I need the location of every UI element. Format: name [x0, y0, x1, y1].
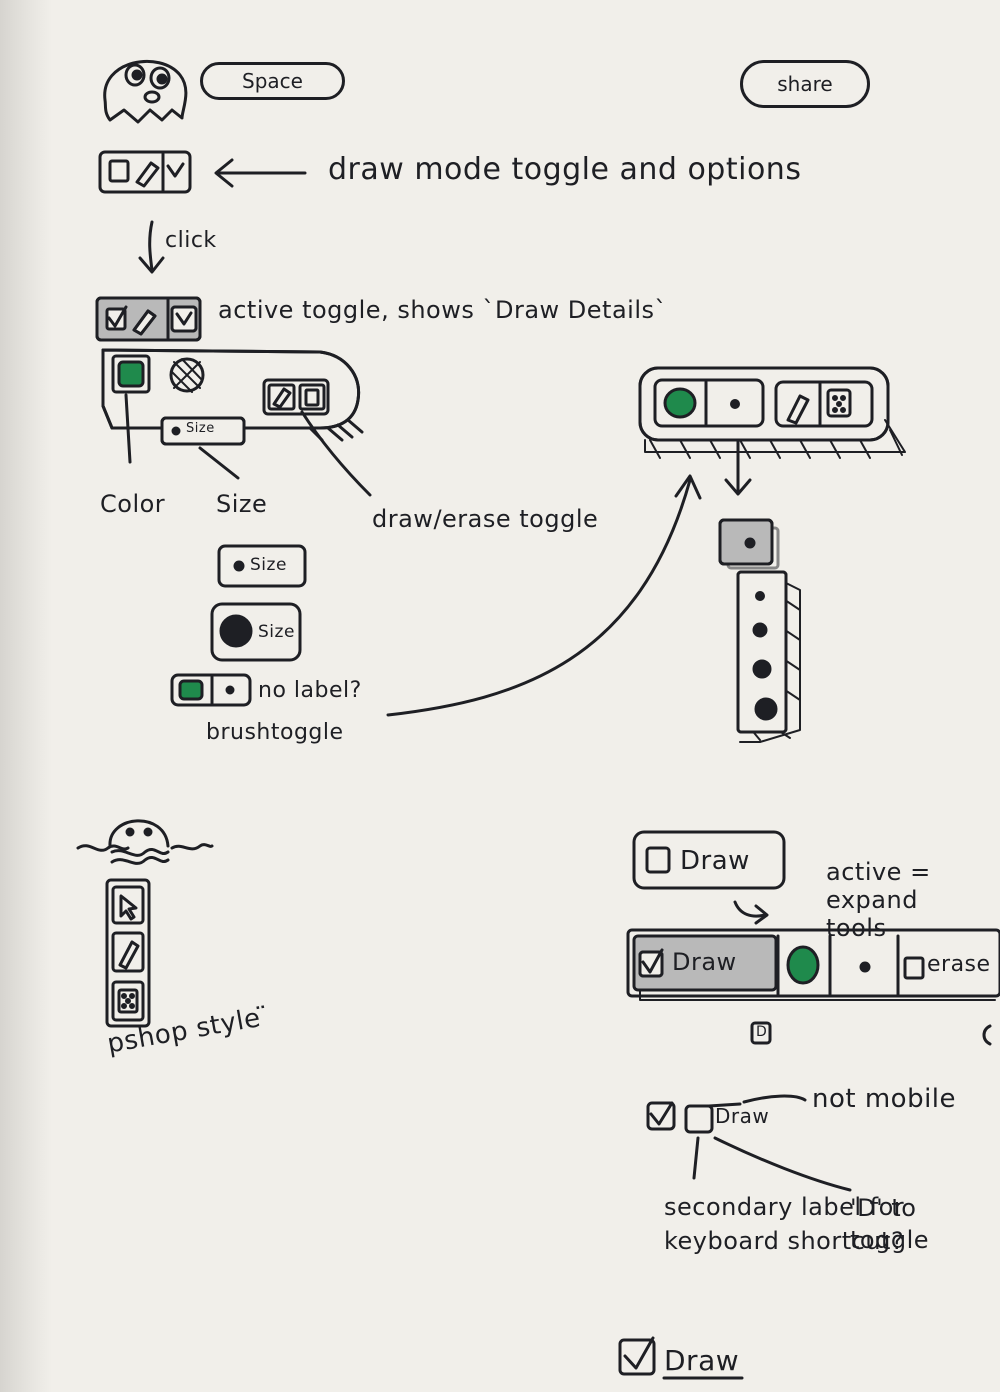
ghost-wave-icon [76, 819, 214, 865]
draw-erase-annotation: draw/erase toggle [372, 505, 599, 533]
draw-button-label: Draw [680, 846, 750, 876]
draw-button-sketch [632, 830, 786, 890]
erase-label: erase [927, 952, 991, 977]
expanded-draw-toolbar [626, 928, 1000, 1001]
active-toggle-annotation: active toggle, shows `Draw Details` [218, 296, 668, 324]
size-large-label: Size [258, 622, 295, 642]
shortcut-annotation [646, 1094, 852, 1192]
ghost-icon [103, 59, 188, 124]
shortcut-d-key: D [756, 1024, 768, 1040]
draw-active-label: Draw [672, 948, 737, 976]
no-label-annotation: no label? [258, 678, 362, 703]
brush-toggle-sample [170, 673, 252, 707]
active-toggle [95, 296, 202, 342]
size-large-sample [210, 602, 302, 662]
size-leader-line [198, 446, 240, 480]
arrow-click-down [138, 220, 165, 274]
draw-mode-annotation: draw mode toggle and options [328, 152, 802, 187]
share-button[interactable]: share [740, 60, 870, 108]
space-label: Space [242, 69, 303, 93]
size-annotation: Size [216, 490, 268, 518]
bottom-draw-label: Draw [664, 1344, 740, 1377]
draw-mode-toggle [98, 150, 192, 194]
notebook-binding-shadow [0, 0, 52, 1392]
size-small-label: Size [250, 555, 287, 575]
right-toolbar [638, 366, 906, 459]
shortcut-d-box [750, 1021, 772, 1045]
d-to-toggle-annotation: 'D' to toggle [850, 1194, 929, 1254]
curved-arrow-head [674, 474, 702, 500]
color-leader-line [124, 393, 132, 464]
active-expand-annotation: active = expand tools [826, 858, 931, 942]
color-annotation: Color [100, 490, 166, 518]
draw-details-panel [101, 348, 364, 446]
space-button[interactable]: Space [200, 62, 345, 100]
arrow-left [214, 158, 307, 188]
secondary-label-annotation: secondary label for keyboard shortcut? [664, 1193, 905, 1255]
vertical-toolbar [105, 878, 151, 1028]
curved-arrow [386, 478, 692, 717]
share-label: share [777, 72, 833, 96]
size-panel-label: Size [186, 421, 215, 436]
size-popover [718, 518, 801, 743]
bottom-draw-checkbox [618, 1336, 744, 1380]
draw-shortcut-label: Draw [715, 1104, 770, 1128]
size-small-sample [217, 544, 307, 588]
draw-erase-leader-line [300, 410, 372, 497]
click-annotation: click [165, 228, 217, 253]
brush-toggle-annotation: brushtoggle [206, 720, 344, 745]
not-mobile-annotation: not mobile [812, 1084, 957, 1114]
